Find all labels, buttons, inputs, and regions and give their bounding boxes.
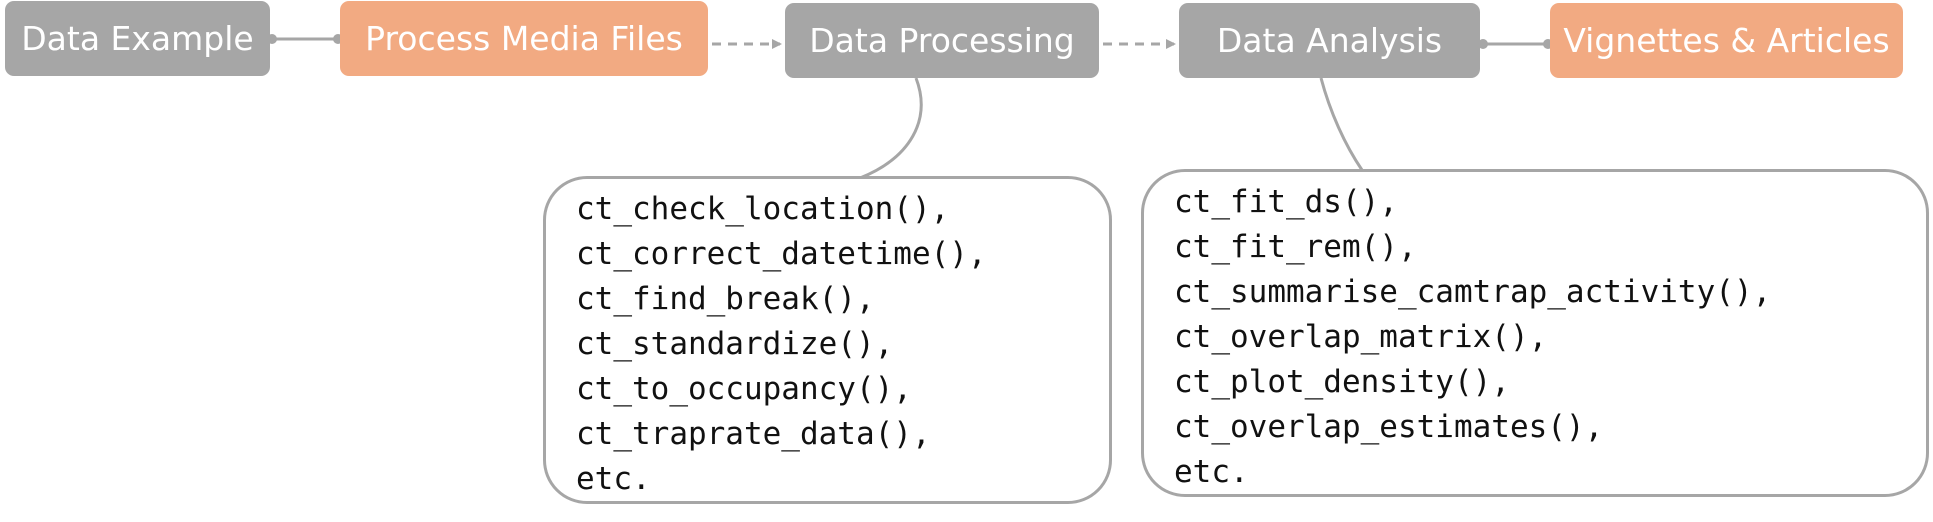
function-item: ct_to_occupancy(), xyxy=(576,371,912,407)
function-item: ct_standardize(), xyxy=(576,326,894,362)
function-item: etc. xyxy=(1174,454,1249,490)
function-item: ct_find_break(), xyxy=(576,281,875,317)
processing-functions-box: ct_check_location(), ct_correct_datetime… xyxy=(543,176,1112,504)
function-item: ct_overlap_estimates(), xyxy=(1174,409,1604,445)
analysis-functions-box: ct_fit_ds(), ct_fit_rem(), ct_summarise_… xyxy=(1141,169,1929,497)
function-item: etc. xyxy=(576,461,651,497)
analysis-function-list: ct_fit_ds(), ct_fit_rem(), ct_summarise_… xyxy=(1174,180,1926,495)
node-data-example: Data Example xyxy=(5,1,270,76)
function-item: ct_fit_rem(), xyxy=(1174,229,1417,265)
callout-analysis xyxy=(1319,77,1364,171)
callout-processing xyxy=(859,77,923,180)
edge-dot-start xyxy=(1478,39,1488,49)
function-item: ct_check_location(), xyxy=(576,191,950,227)
function-item: ct_fit_ds(), xyxy=(1174,184,1398,220)
function-item: ct_correct_datetime(), xyxy=(576,236,987,272)
function-item: ct_traprate_data(), xyxy=(576,416,931,452)
node-data-processing: Data Processing xyxy=(785,3,1099,78)
function-item: ct_overlap_matrix(), xyxy=(1174,319,1548,355)
function-item: ct_plot_density(), xyxy=(1174,364,1510,400)
processing-function-list: ct_check_location(), ct_correct_datetime… xyxy=(576,187,1109,502)
node-process-media-files: Process Media Files xyxy=(340,1,708,76)
node-vignettes-articles: Vignettes & Articles xyxy=(1550,3,1903,78)
node-data-analysis: Data Analysis xyxy=(1179,3,1480,78)
function-item: ct_summarise_camtrap_activity(), xyxy=(1174,274,1772,310)
